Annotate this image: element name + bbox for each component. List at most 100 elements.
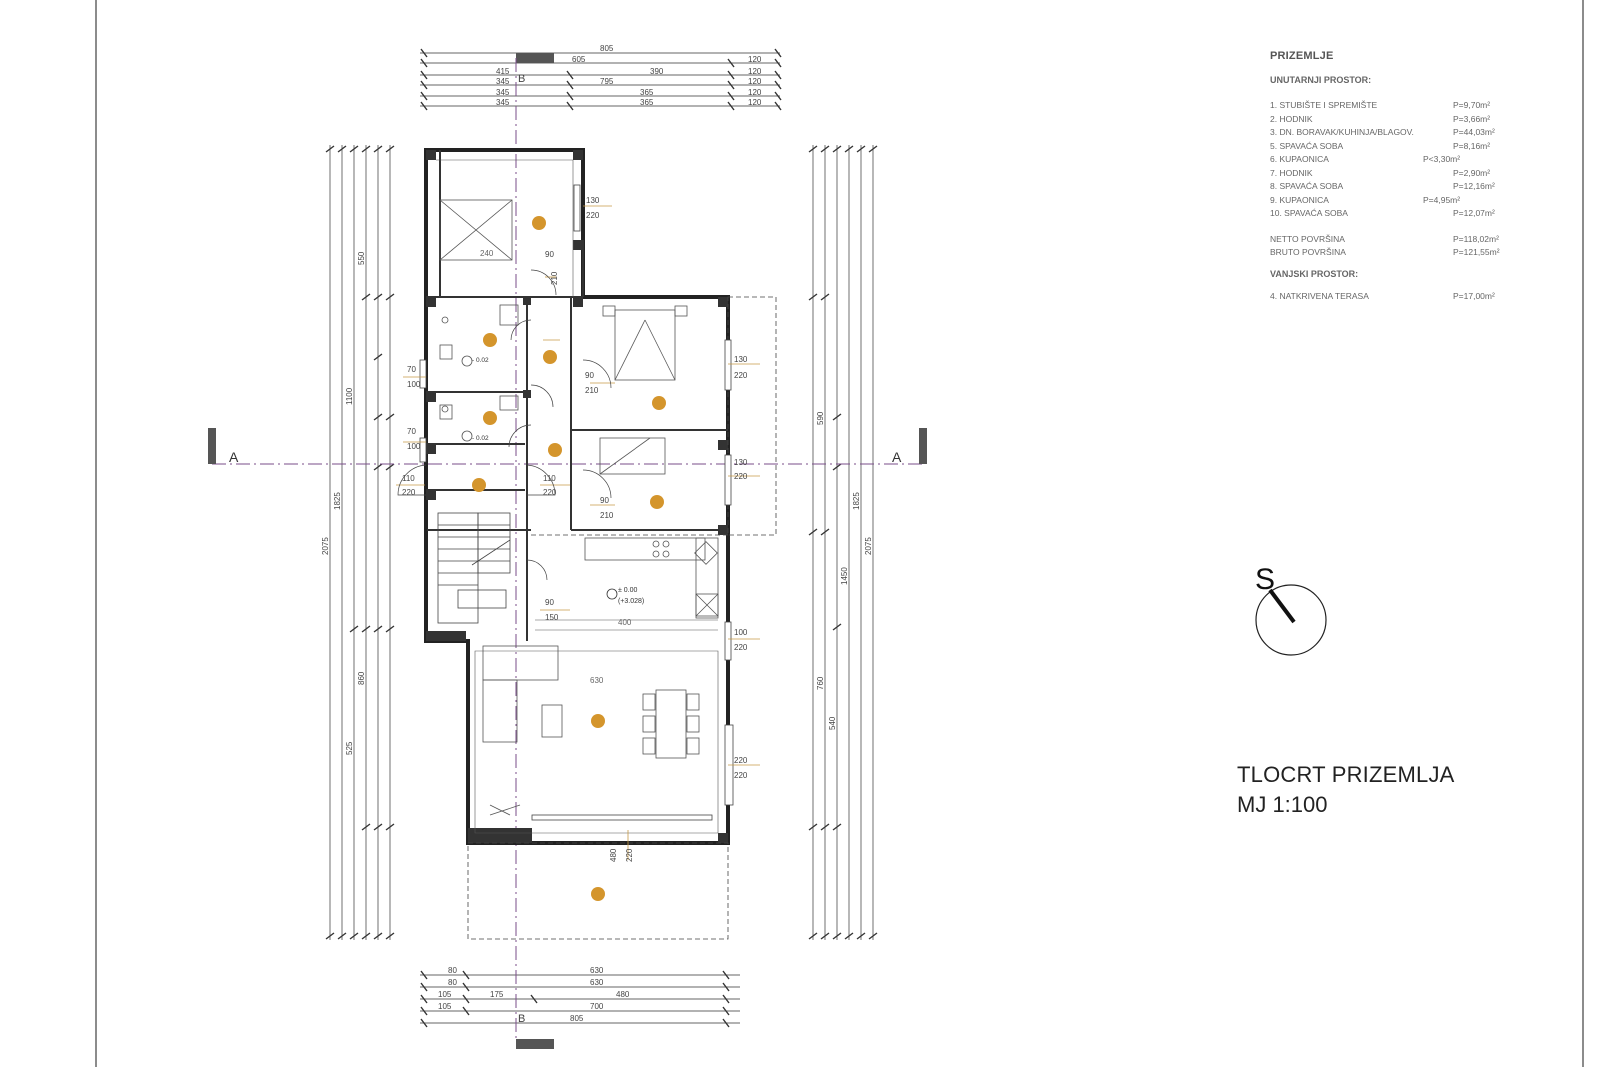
dim-label: 345 xyxy=(496,88,510,97)
window-dim: 220 xyxy=(734,643,748,652)
window-dim: 100 xyxy=(407,380,421,389)
window-dim: 100 xyxy=(407,442,421,451)
dim-label: 1825 xyxy=(852,492,861,510)
room-markers xyxy=(472,216,666,901)
dim-label: 1100 xyxy=(345,387,354,405)
door-dim: 220 xyxy=(543,488,557,497)
storage-fixtures xyxy=(439,199,513,261)
door-dim: 220 xyxy=(402,488,416,497)
level-mark: ± 0.00 xyxy=(618,587,638,594)
dim-label: 2075 xyxy=(864,537,873,555)
dim-label: 550 xyxy=(357,251,366,265)
dimension-chain-bottom xyxy=(420,970,740,1049)
door-dim: 110 xyxy=(402,474,415,483)
level-mark: - 0.02 xyxy=(472,435,489,442)
window-dim: 220 xyxy=(734,472,748,481)
door-dim: 90 xyxy=(545,250,554,259)
kitchen-counter xyxy=(584,537,719,619)
dimension-chain-left xyxy=(325,145,395,940)
dim-label: 540 xyxy=(828,716,837,730)
window-dim: 70 xyxy=(407,427,416,436)
side-terrace xyxy=(727,296,777,536)
room-marker-1 xyxy=(532,216,546,230)
dim-label: 630 xyxy=(590,676,604,685)
drawing-scale: MJ 1:100 xyxy=(1237,792,1328,817)
dim-label: 760 xyxy=(816,676,825,690)
dim-label: 365 xyxy=(640,98,654,107)
window-dim: 220 xyxy=(586,211,600,220)
door-dim: 210 xyxy=(550,271,559,285)
dim-label: 805 xyxy=(570,1014,584,1023)
dimension-chain-right xyxy=(808,145,878,940)
window-dim: 130 xyxy=(586,196,600,205)
dim-label: 80 xyxy=(448,966,457,975)
dim-label: 1825 xyxy=(333,492,342,510)
window-dim: 220 xyxy=(734,371,748,380)
door-dim: 210 xyxy=(585,386,599,395)
room-marker-5 xyxy=(548,443,562,457)
door-swings xyxy=(397,269,612,581)
section-label-a-left: A xyxy=(229,449,239,465)
door-dim: 110 xyxy=(543,474,556,483)
dim-label: 175 xyxy=(490,990,504,999)
dim-label: 630 xyxy=(590,966,604,975)
dim-label: 860 xyxy=(357,671,366,685)
dim-label: 120 xyxy=(748,98,762,107)
legend-inner-header: UNUTARNJI PROSTOR: xyxy=(1270,75,1372,85)
dim-label: 120 xyxy=(748,67,762,76)
exterior-walls xyxy=(424,148,730,845)
window-dim: 130 xyxy=(734,458,748,467)
dim-label: 105 xyxy=(438,990,452,999)
dim-label: 345 xyxy=(496,77,510,86)
door-dim: 210 xyxy=(600,511,614,520)
dim-label: 365 xyxy=(640,88,654,97)
dim-label: 390 xyxy=(650,67,664,76)
level-mark: - 0.02 xyxy=(472,357,489,364)
area-legend: PRIZEMLJE UNUTARNJI PROSTOR: 1. STUBIŠTE… xyxy=(1270,50,1510,304)
dim-label: 700 xyxy=(590,1002,604,1011)
room-marker-9 xyxy=(483,333,497,347)
dim-label: 120 xyxy=(748,77,762,86)
dim-label: 805 xyxy=(600,44,614,53)
dim-label: 105 xyxy=(438,1002,452,1011)
drawing-title-block: TLOCRT PRIZEMLJA MJ 1:100 xyxy=(1237,760,1455,820)
window-dim: 70 xyxy=(407,365,416,374)
dim-label: 480 xyxy=(616,990,630,999)
room-marker-8 xyxy=(652,396,666,410)
level-mark: (+3.028) xyxy=(618,598,644,605)
dim-label: 795 xyxy=(600,77,614,86)
north-arrow: S xyxy=(1255,563,1327,656)
compass-label: S xyxy=(1255,563,1275,596)
window-dim: 100 xyxy=(734,628,748,637)
dim-label: 400 xyxy=(618,618,632,627)
level-symbol xyxy=(606,588,618,600)
section-marker-a-right xyxy=(919,428,927,464)
door-dim: 90 xyxy=(545,598,554,607)
dim-label: 120 xyxy=(748,88,762,97)
room-marker-6 xyxy=(483,411,497,425)
drawing-title: TLOCRT PRIZEMLJA xyxy=(1237,762,1455,787)
terrace-dim: 480 xyxy=(609,848,618,862)
window-dim: 220 xyxy=(734,771,748,780)
room-marker-3 xyxy=(591,714,605,728)
dim-label: 525 xyxy=(345,741,354,755)
wall-corner-blocks xyxy=(426,150,728,843)
room-marker-2 xyxy=(472,478,486,492)
dim-label: 120 xyxy=(748,55,762,64)
bathroom-fixtures xyxy=(439,304,519,442)
section-label-b-top: B xyxy=(518,73,525,85)
legend-title: PRIZEMLJE xyxy=(1270,50,1334,62)
bedroom-10-fixture xyxy=(599,437,666,475)
terrace-dim: 220 xyxy=(625,848,634,862)
